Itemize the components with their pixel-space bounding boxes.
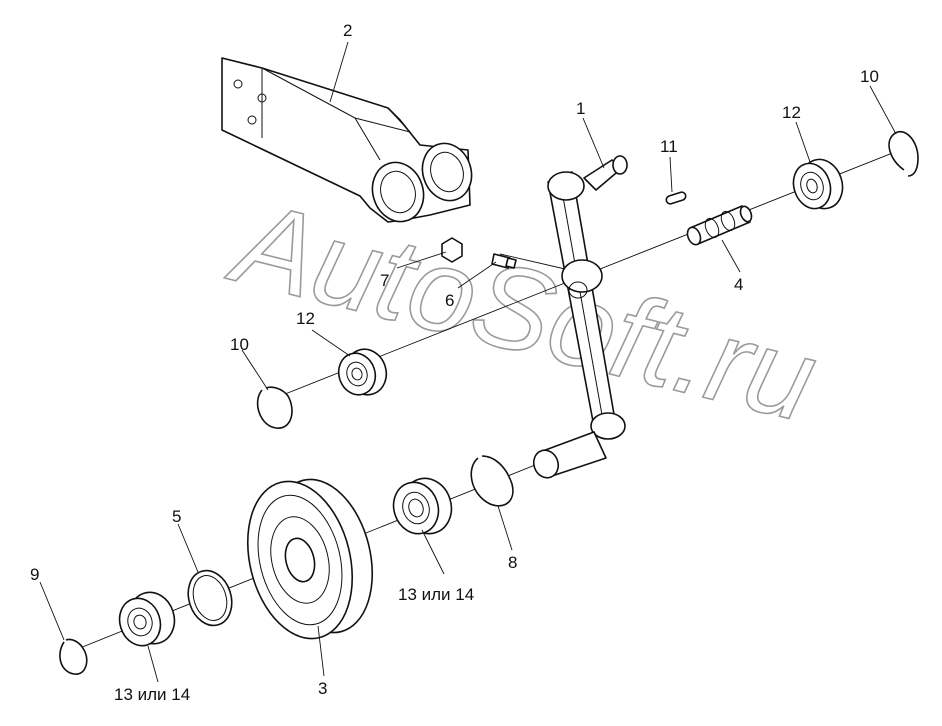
- ring-part-5: [187, 569, 233, 627]
- callout-9: 9: [30, 565, 39, 584]
- callout-12-right: 12: [782, 103, 801, 122]
- callout-13-or-14-right: 13 или 14: [398, 585, 474, 604]
- callout-10-right: 10: [860, 67, 879, 86]
- pin-part-4: [686, 205, 753, 246]
- key-part-11: [665, 191, 687, 205]
- callout-labels: 2 1 11 10 12 4 7 6 12 10 5 8 13 или 14 9…: [30, 21, 879, 704]
- lever-part-1: [532, 155, 628, 479]
- callout-leader-lines: [39, 41, 897, 683]
- circlip-part-10-left: [256, 386, 293, 429]
- callout-2: 2: [343, 21, 352, 40]
- circlip-part-10-right: [888, 131, 919, 177]
- bearing-part-13-or-14-right: [392, 477, 453, 535]
- callout-1: 1: [576, 99, 585, 118]
- callout-8: 8: [508, 553, 517, 572]
- callout-4: 4: [734, 275, 743, 294]
- callout-10-left: 10: [230, 335, 249, 354]
- callout-6: 6: [445, 291, 454, 310]
- bracket-part-2: [221, 57, 473, 223]
- bearing-part-12-left: [337, 348, 388, 396]
- bearing-part-12-right: [792, 158, 844, 210]
- callout-7: 7: [380, 271, 389, 290]
- callout-12-left: 12: [296, 309, 315, 328]
- bearing-part-13-or-14-left: [118, 591, 176, 647]
- circlip-part-9: [59, 638, 88, 675]
- pulley-part-3: [246, 478, 374, 640]
- callout-5: 5: [172, 507, 181, 526]
- fitting-part-6: [491, 253, 517, 269]
- callout-11: 11: [660, 137, 678, 156]
- circlip-part-8: [470, 455, 514, 507]
- callout-3: 3: [318, 679, 327, 698]
- callout-13-or-14-left: 13 или 14: [114, 685, 190, 704]
- nut-part-7: [441, 237, 463, 263]
